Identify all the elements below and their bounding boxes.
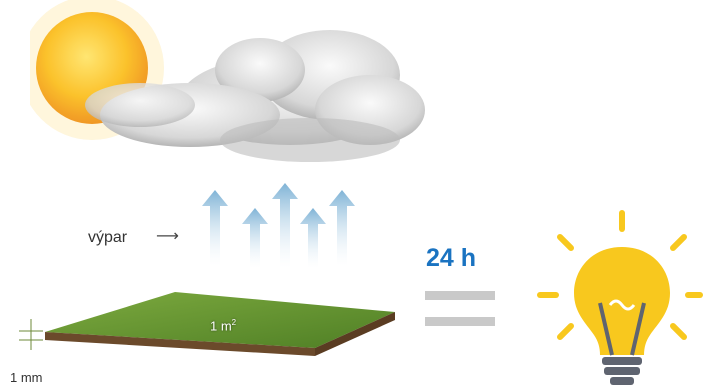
vapor-arrow: [329, 190, 355, 266]
thickness-label: 1 mm: [10, 370, 43, 385]
cloud: [85, 30, 425, 162]
sun-cloud-icon: [30, 0, 425, 162]
duration-label: 24 h: [426, 244, 477, 272]
vapor-arrow: [272, 183, 298, 268]
equals-icon: [425, 291, 495, 329]
vapor-arrow: [202, 190, 228, 266]
vapor-arrows-icon: [202, 183, 355, 268]
light-bulb-icon: [537, 210, 703, 385]
thickness-marker: [19, 319, 43, 350]
evaporation-pointer-arrow: ⟶: [156, 228, 179, 245]
vapor-arrow: [242, 208, 268, 268]
light-rays: [537, 210, 703, 340]
grass-patch: [19, 292, 395, 356]
area-label: 1 m2: [210, 318, 237, 334]
vapor-arrow: [300, 208, 326, 268]
evaporation-label: výpar: [88, 229, 128, 246]
